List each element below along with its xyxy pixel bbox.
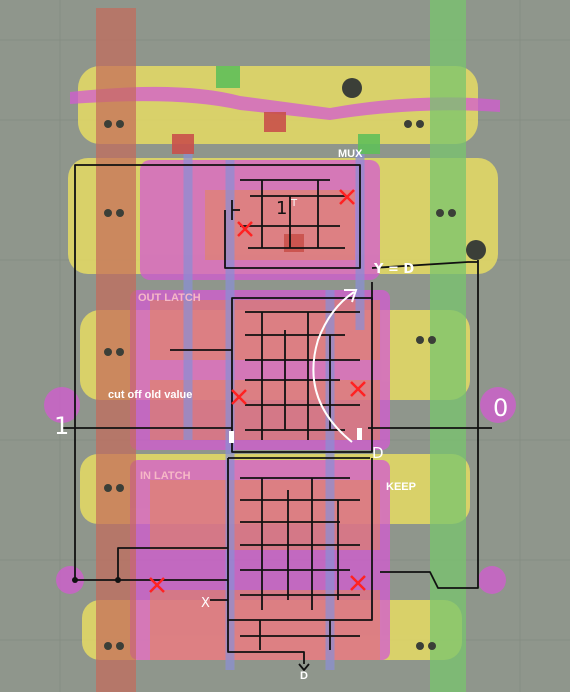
d-mid-label: D — [372, 444, 384, 462]
red-column — [96, 8, 136, 692]
red-via — [284, 234, 304, 252]
dot-marker — [115, 577, 121, 583]
green-via — [358, 134, 380, 154]
red-via — [172, 134, 194, 154]
cut-off-label: cut off old value — [108, 389, 193, 401]
y-equals-d-label: Y = D — [374, 262, 415, 277]
input-zero-label: 0 — [493, 394, 509, 422]
dot-marker — [72, 577, 78, 583]
schematic-wires — [62, 164, 492, 671]
green-column — [430, 0, 466, 692]
transfer-arrow — [312, 289, 358, 443]
green-via — [216, 66, 240, 88]
input-one-label: 1 — [54, 412, 70, 440]
x-mark-label: X — [201, 596, 210, 611]
d-input-label: D — [300, 670, 308, 682]
cut-marker — [229, 431, 234, 443]
mux-one-label: 1 — [276, 198, 288, 219]
contacts — [104, 78, 486, 650]
out-latch-label: OUT LATCH — [138, 292, 201, 304]
in-latch-label: IN LATCH — [140, 470, 191, 482]
keep-label: KEEP — [386, 481, 416, 493]
mux-t-label: T — [291, 198, 298, 209]
mux-label: MUX — [338, 148, 363, 160]
cut-marks — [149, 189, 366, 593]
cut-marker — [357, 428, 362, 440]
red-via — [264, 112, 286, 132]
